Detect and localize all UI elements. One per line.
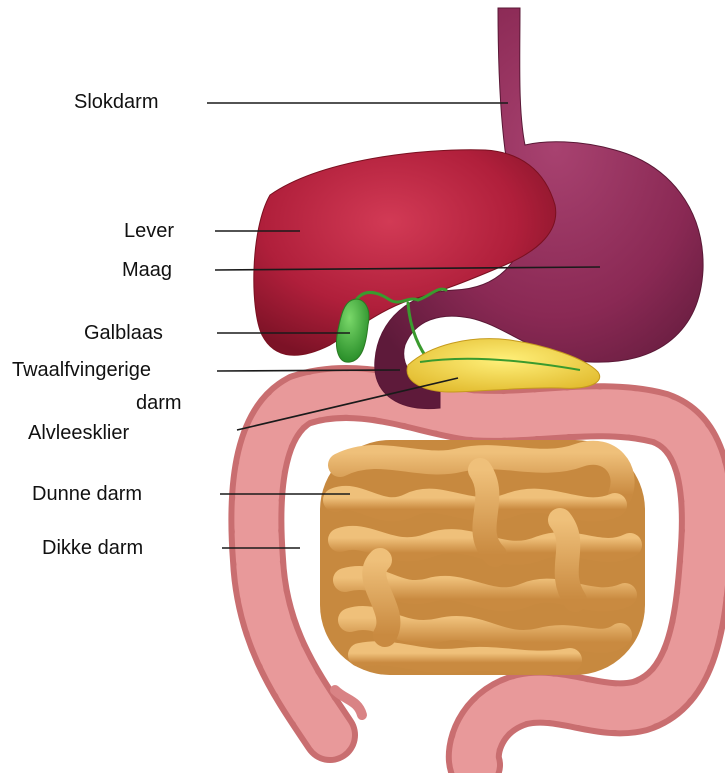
label-darm: darm bbox=[136, 391, 182, 415]
label-dikke-darm: Dikke darm bbox=[42, 536, 143, 560]
leader-twaalfvingerige-darm bbox=[217, 370, 400, 371]
label-slokdarm: Slokdarm bbox=[74, 90, 158, 114]
label-twaalfvingerige: Twaalfvingerige bbox=[12, 358, 151, 382]
label-lever: Lever bbox=[124, 219, 174, 243]
label-alvleesklier: Alvleesklier bbox=[28, 421, 129, 445]
small-intestine bbox=[320, 440, 645, 675]
label-dunne-darm: Dunne darm bbox=[32, 482, 142, 506]
label-galblaas: Galblaas bbox=[84, 321, 163, 345]
label-maag: Maag bbox=[122, 258, 172, 282]
